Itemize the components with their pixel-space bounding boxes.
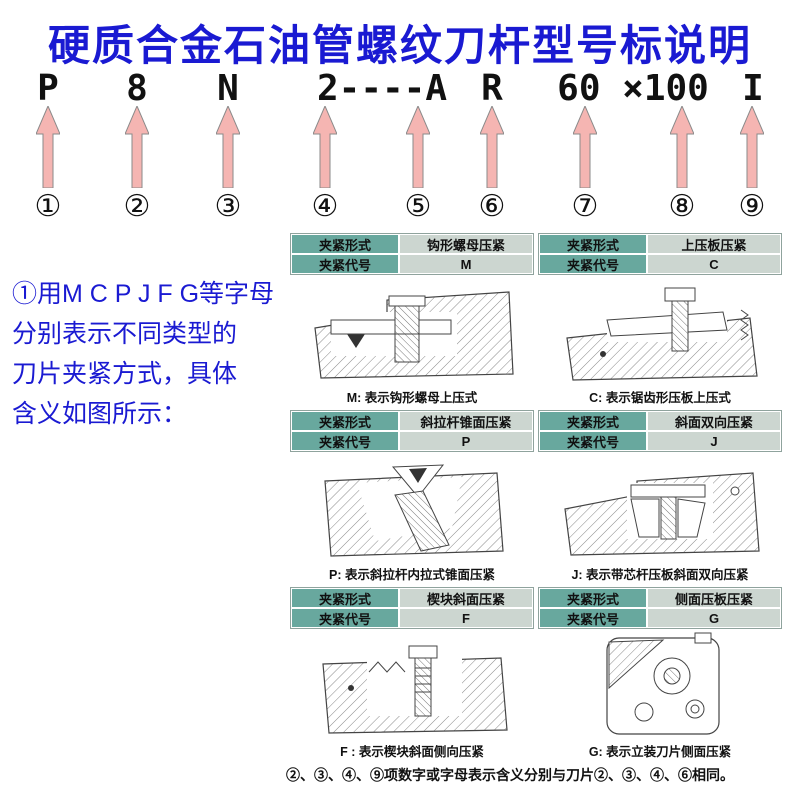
up-arrow-icon [215, 104, 241, 189]
form-label: 夹紧形式 [539, 411, 647, 431]
up-arrow-icon [479, 104, 505, 189]
circled-number-7: ⑦ [571, 190, 599, 223]
code-label: 夹紧代号 [291, 608, 399, 628]
code-value: J [647, 431, 781, 451]
diagram-wedge-side-clamp [290, 629, 534, 741]
panel-caption: F : 表示楔块斜面侧向压紧 [340, 745, 484, 759]
clamp-panel-g: 夹紧形式 侧面压板压紧 夹紧代号 G G: 表示立装刀片侧面压紧 [538, 587, 782, 764]
circled-number-4: ④ [311, 190, 339, 223]
clamp-panel-f: 夹紧形式 楔块斜面压紧 夹紧代号 F F [290, 587, 534, 764]
circled-number-6: ⑥ [478, 190, 506, 223]
footnote: ②、③、④、⑨项数字或字母表示含义分别与刀片②、③、④、⑥相同。 [286, 767, 734, 783]
clamp-table: 夹紧形式 斜面双向压紧 夹紧代号 J [538, 410, 782, 452]
form-value: 斜拉杆锥面压紧 [399, 411, 533, 431]
intro-paragraph: ①用M C P J F G等字母 分别表示不同类型的 刀片夹紧方式，具体 含义如… [12, 274, 297, 434]
panel-caption: J: 表示带芯杆压板斜面双向压紧 [571, 568, 749, 582]
code-segment-size: 60 ×100 [557, 68, 709, 109]
panel-caption: C: 表示锯齿形压板上压式 [589, 391, 731, 405]
form-value: 侧面压板压紧 [647, 588, 781, 608]
circled-number-5: ⑤ [404, 190, 432, 223]
code-value: M [399, 254, 533, 274]
diagram-pull-rod-cone-clamp [290, 452, 534, 564]
up-arrow-icon [739, 104, 765, 189]
panel-caption: G: 表示立装刀片侧面压紧 [588, 745, 732, 759]
page-title: 硬质合金石油管螺纹刀杆型号标说明 [47, 22, 752, 69]
code-label: 夹紧代号 [539, 254, 647, 274]
clamp-panel-j: 夹紧形式 斜面双向压紧 夹紧代号 J J: 表示带芯杆压板斜面双向压紧 [538, 410, 782, 587]
diagram-side-plate-clamp [538, 629, 782, 741]
panel-caption: M: 表示钩形螺母上压式 [346, 391, 478, 405]
clamp-table: 夹紧形式 上压板压紧 夹紧代号 C [538, 233, 782, 275]
up-arrow-icon [35, 104, 61, 189]
intro-line: 刀片夹紧方式，具体 [12, 360, 238, 388]
intro-line: 分别表示不同类型的 [12, 320, 238, 348]
code-segment-n: N [217, 68, 239, 109]
up-arrow-icon [124, 104, 150, 189]
intro-line: ①用M C P J F G等字母 [12, 280, 275, 308]
code-segment-r: R [481, 68, 503, 109]
clamp-panels-grid: 夹紧形式 钩形螺母压紧 夹紧代号 M M: 表示钩形螺母上压式 [290, 233, 782, 764]
code-value: C [647, 254, 781, 274]
form-label: 夹紧形式 [539, 588, 647, 608]
clamp-panel-p: 夹紧形式 斜拉杆锥面压紧 夹紧代号 P P: 表示斜拉杆内拉式锥面压紧 [290, 410, 534, 587]
code-label: 夹紧代号 [291, 431, 399, 451]
clamp-table: 夹紧形式 钩形螺母压紧 夹紧代号 M [290, 233, 534, 275]
clamp-table: 夹紧形式 侧面压板压紧 夹紧代号 G [538, 587, 782, 629]
circled-number-3: ③ [214, 190, 242, 223]
circled-number-1: ① [34, 190, 62, 223]
up-arrow-icon [669, 104, 695, 189]
code-segment-8: 8 [126, 68, 148, 109]
form-label: 夹紧形式 [539, 234, 647, 254]
circled-number-9: ⑨ [738, 190, 766, 223]
form-label: 夹紧形式 [291, 588, 399, 608]
diagram-bidirectional-wedge-clamp [538, 452, 782, 564]
code-segment-p: P [37, 68, 59, 109]
form-value: 楔块斜面压紧 [399, 588, 533, 608]
up-arrow-icon [312, 104, 338, 189]
clamp-table: 夹紧形式 楔块斜面压紧 夹紧代号 F [290, 587, 534, 629]
diagram-hook-nut-clamp [290, 275, 534, 387]
clamp-table: 夹紧形式 斜拉杆锥面压紧 夹紧代号 P [290, 410, 534, 452]
form-value: 斜面双向压紧 [647, 411, 781, 431]
circled-number-2: ② [123, 190, 151, 223]
up-arrow-icon [405, 104, 431, 189]
code-label: 夹紧代号 [291, 254, 399, 274]
code-label: 夹紧代号 [539, 431, 647, 451]
clamp-panel-m: 夹紧形式 钩形螺母压紧 夹紧代号 M M: 表示钩形螺母上压式 [290, 233, 534, 410]
panel-caption: P: 表示斜拉杆内拉式锥面压紧 [329, 568, 495, 582]
circled-number-8: ⑧ [668, 190, 696, 223]
clamp-panel-c: 夹紧形式 上压板压紧 夹紧代号 C C: 表示锯齿形压板上压式 [538, 233, 782, 410]
intro-line: 含义如图所示： [12, 400, 188, 428]
code-segment-2a: 2----A [316, 68, 448, 109]
form-label: 夹紧形式 [291, 234, 399, 254]
code-segment-i: I [742, 68, 764, 109]
form-value: 上压板压紧 [647, 234, 781, 254]
up-arrow-icon [572, 104, 598, 189]
form-label: 夹紧形式 [291, 411, 399, 431]
form-value: 钩形螺母压紧 [399, 234, 533, 254]
code-value: P [399, 431, 533, 451]
diagram-top-plate-clamp [538, 275, 782, 387]
code-label: 夹紧代号 [539, 608, 647, 628]
code-value: F [399, 608, 533, 628]
code-value: G [647, 608, 781, 628]
